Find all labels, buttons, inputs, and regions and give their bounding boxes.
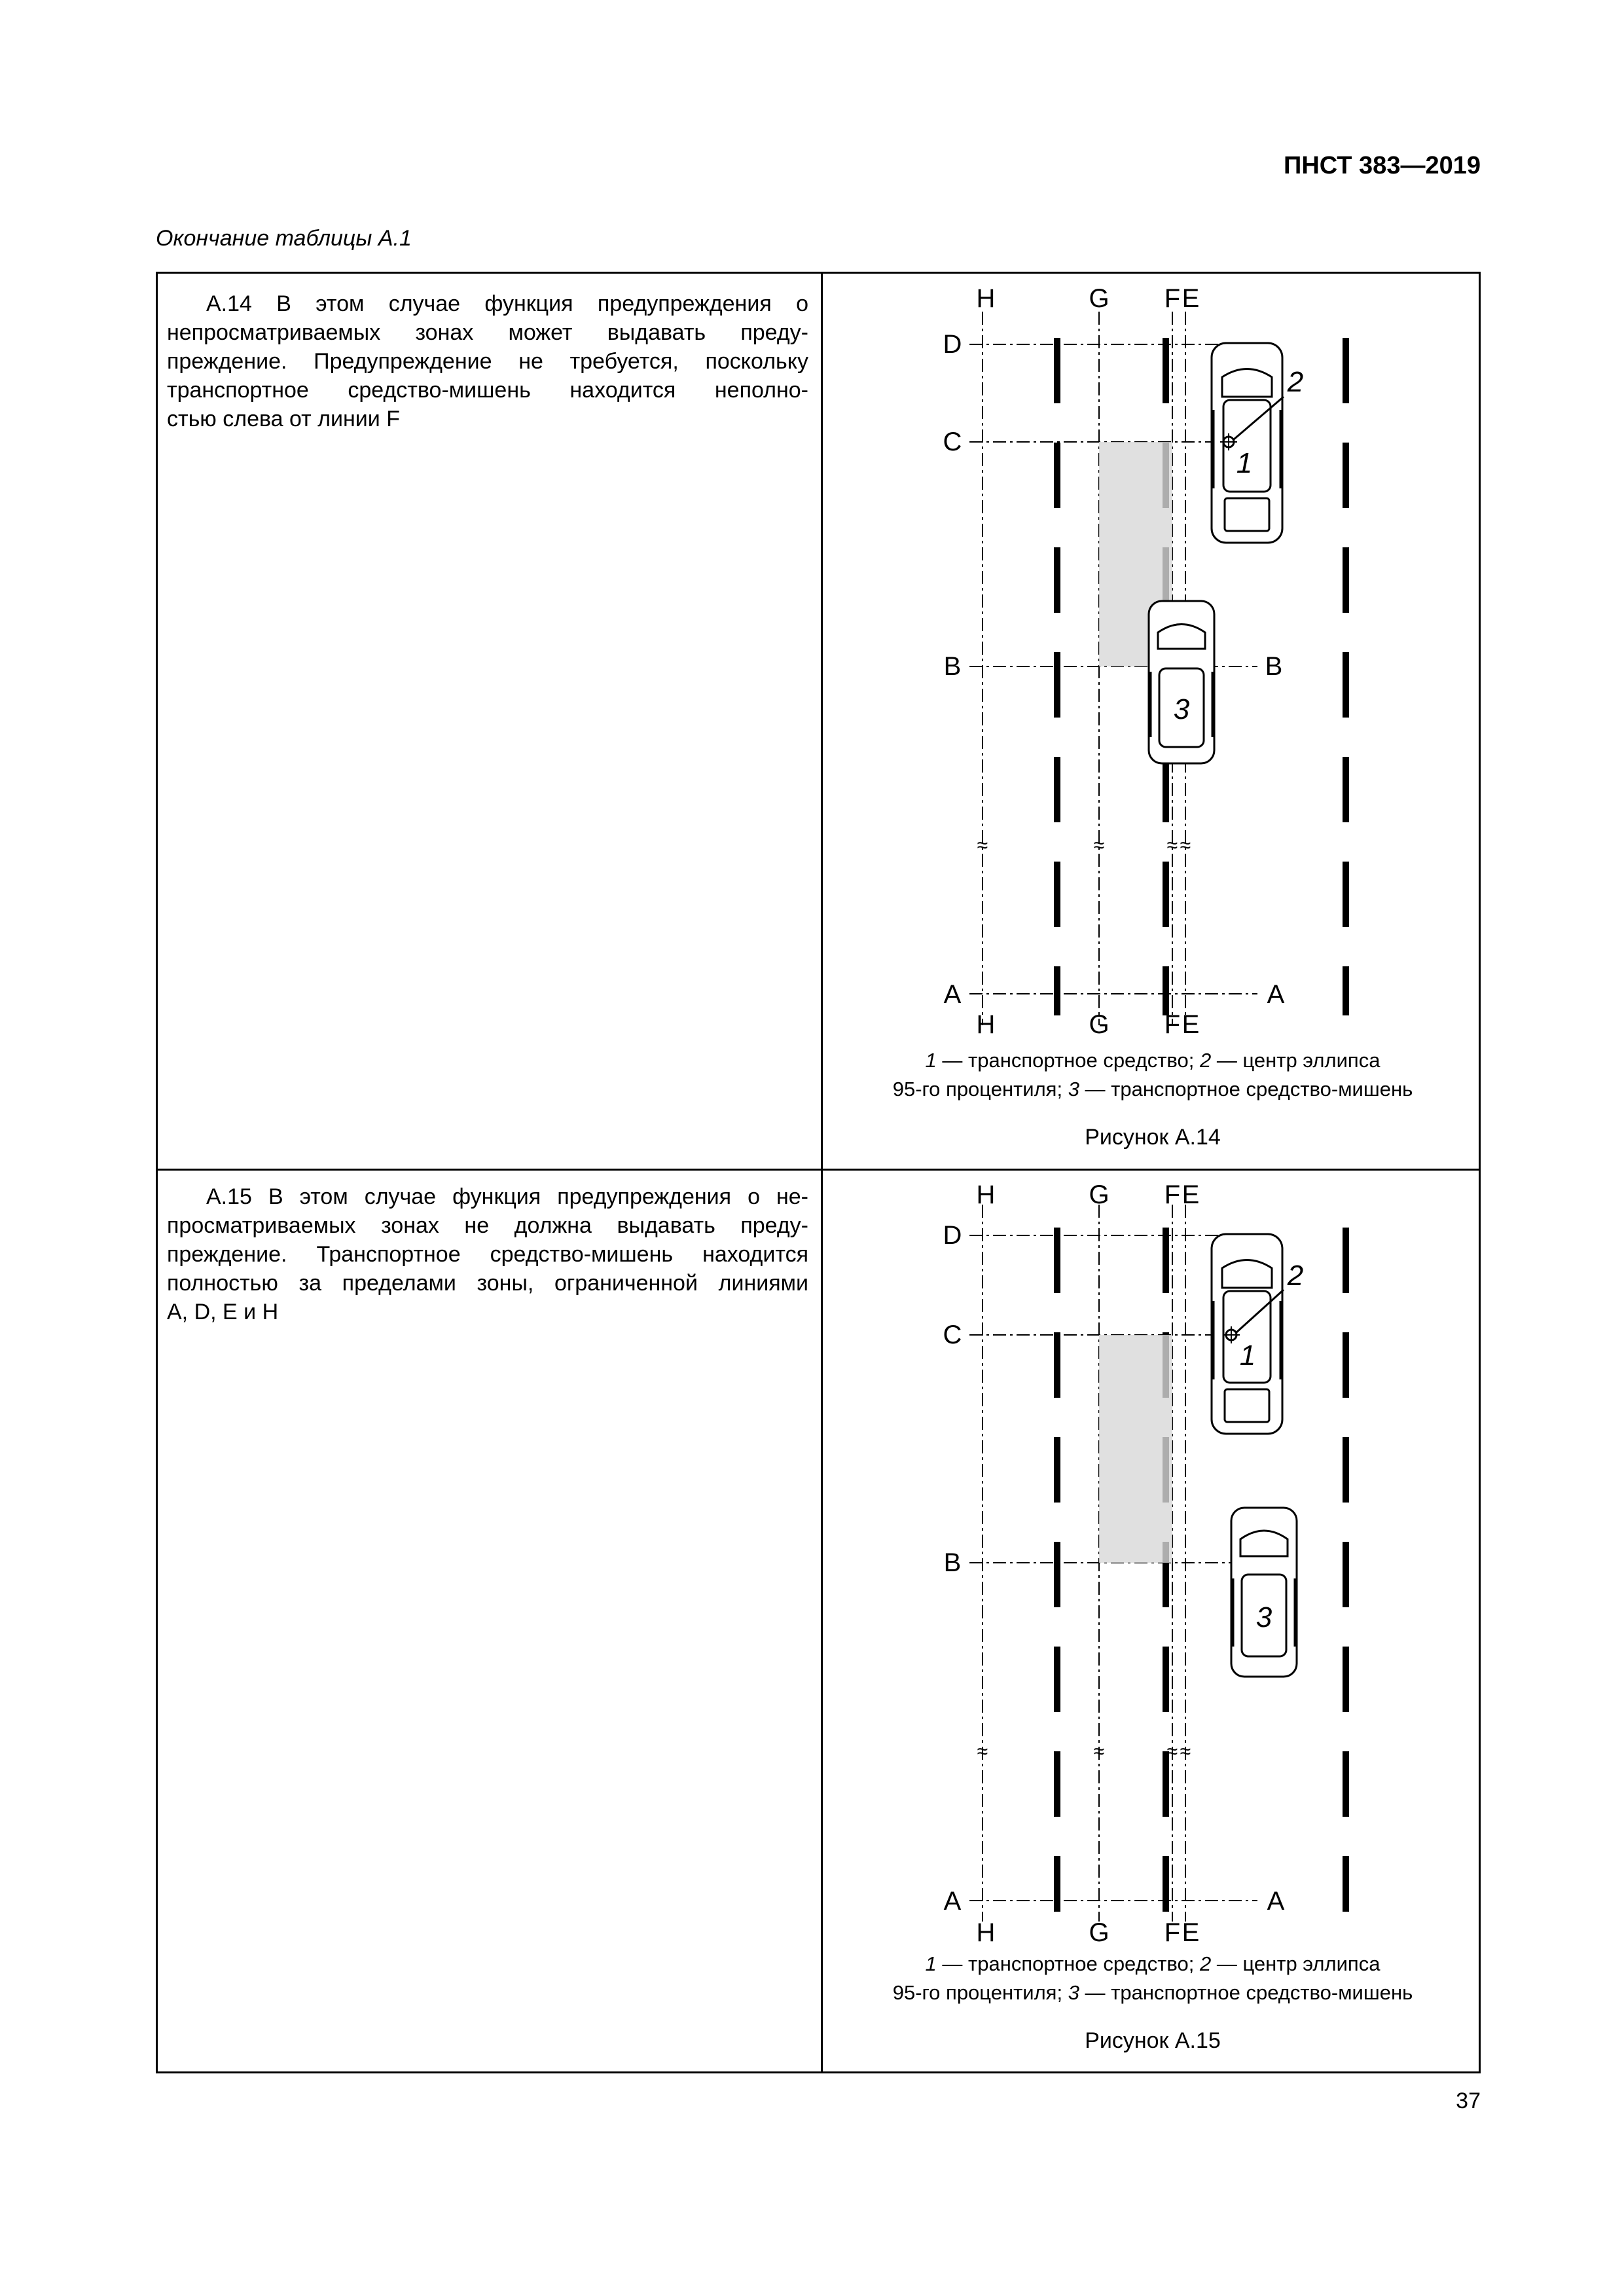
label-b: B [944,1548,962,1577]
text-line: А, D, E и H [167,1300,279,1324]
break-mark: ≈ [1167,1741,1178,1762]
label-f-bottom: F [1164,1010,1180,1039]
callout-2: 2 [1287,1260,1303,1292]
label-e-bottom: E [1182,1918,1200,1947]
callout-3: 3 [1174,693,1190,725]
subject-vehicle [1210,342,1284,544]
text-line: стью слева от линии F [167,407,401,431]
label-g-bottom: G [1089,1918,1109,1947]
break-mark: ≈ [1167,835,1178,856]
figure-a15-legend: 1 — транспортное средство; 2 — центр элл… [823,1950,1483,2007]
label-g-top: G [1089,284,1109,313]
label-h-bottom: H [977,1010,996,1039]
label-a: A [944,1887,962,1916]
legend-line: 95-го процентиля; 3 — транспортное средс… [892,1078,1413,1101]
label-a-right: A [1267,1887,1285,1916]
callout-leader [1233,395,1284,441]
callout-3: 3 [1256,1601,1272,1633]
label-h-top: H [977,1180,996,1209]
label-g-bottom: G [1089,1010,1109,1039]
label-e-top: E [1182,1180,1200,1209]
callout-2: 2 [1287,366,1303,398]
text-line: непросматриваемых зонах может выдавать п… [167,320,808,345]
label-a: A [944,980,962,1009]
row-divider [158,1169,1479,1171]
label-h-bottom: H [977,1918,996,1947]
subject-vehicle [1210,1233,1284,1435]
legend-line: 95-го процентиля; 3 — транспортное средс… [892,1981,1413,2004]
label-c: C [943,428,962,456]
target-vehicle [1230,1506,1298,1678]
text-line: преждение. Транспортное средство-мишень … [167,1242,808,1267]
label-f-top: F [1164,284,1180,313]
label-f-bottom: F [1164,1918,1180,1947]
text-line: А.14 В этом случае функция предупреждени… [206,291,808,316]
table-a1: А.14 В этом случае функция предупреждени… [156,272,1481,2073]
label-f-top: F [1164,1180,1180,1209]
text-line: транспортное средство-мишень находится н… [167,378,808,403]
figure-a15-diagram: ≈ ≈ ≈ ≈ [943,1180,1349,1947]
label-d: D [943,1221,962,1250]
label-e-bottom: E [1182,1010,1200,1039]
callout-1: 1 [1236,447,1252,479]
row-a15-text: А.15 В этом случае функция предупреждени… [167,1182,808,1326]
label-d: D [943,330,962,359]
text-line: полностью за пределами зоны, ограниченно… [167,1271,808,1296]
text-line: просматриваемых зонах не должна выдавать… [167,1213,808,1238]
label-h-top: H [977,284,996,313]
figure-a15: ≈ ≈ ≈ ≈ [839,1175,1467,1994]
row-a14-text: А.14 В этом случае функция предупреждени… [167,289,808,433]
label-g-top: G [1089,1180,1109,1209]
break-mark: ≈ [977,835,988,856]
figure-a14-diagram: ≈ ≈ ≈ ≈ [943,284,1349,1039]
break-mark: ≈ [1094,1741,1104,1762]
figure-a14: ≈ ≈ ≈ ≈ [839,279,1467,1097]
callout-leader [1235,1288,1285,1334]
label-e-top: E [1182,284,1200,313]
break-mark: ≈ [1180,835,1191,856]
callout-1: 1 [1240,1339,1255,1372]
label-c: C [943,1321,962,1349]
break-mark: ≈ [1180,1741,1191,1762]
label-b: B [944,652,962,681]
break-mark: ≈ [977,1741,988,1762]
legend-line: 1 — транспортное средство; 2 — центр элл… [925,1952,1380,1975]
document-code: ПНСТ 383—2019 [1284,152,1481,179]
column-divider [821,274,823,2071]
legend-line: 1 — транспортное средство; 2 — центр элл… [925,1049,1380,1072]
text-line: преждение. Предупреждение не требуется, … [167,349,808,374]
target-vehicle [1147,600,1216,765]
break-mark: ≈ [1094,835,1104,856]
figure-a15-title: Рисунок А.15 [1085,2028,1221,2053]
figure-a14-legend: 1 — транспортное средство; 2 — центр элл… [823,1046,1483,1104]
label-b-right: B [1265,652,1283,681]
label-a-right: A [1267,980,1285,1009]
text-line: А.15 В этом случае функция предупреждени… [206,1184,808,1209]
blind-zone-shading [1099,1335,1172,1563]
figure-a14-title: Рисунок А.14 [1085,1125,1221,1150]
page-number: 37 [1456,2088,1481,2113]
table-caption: Окончание таблицы А.1 [156,226,412,251]
